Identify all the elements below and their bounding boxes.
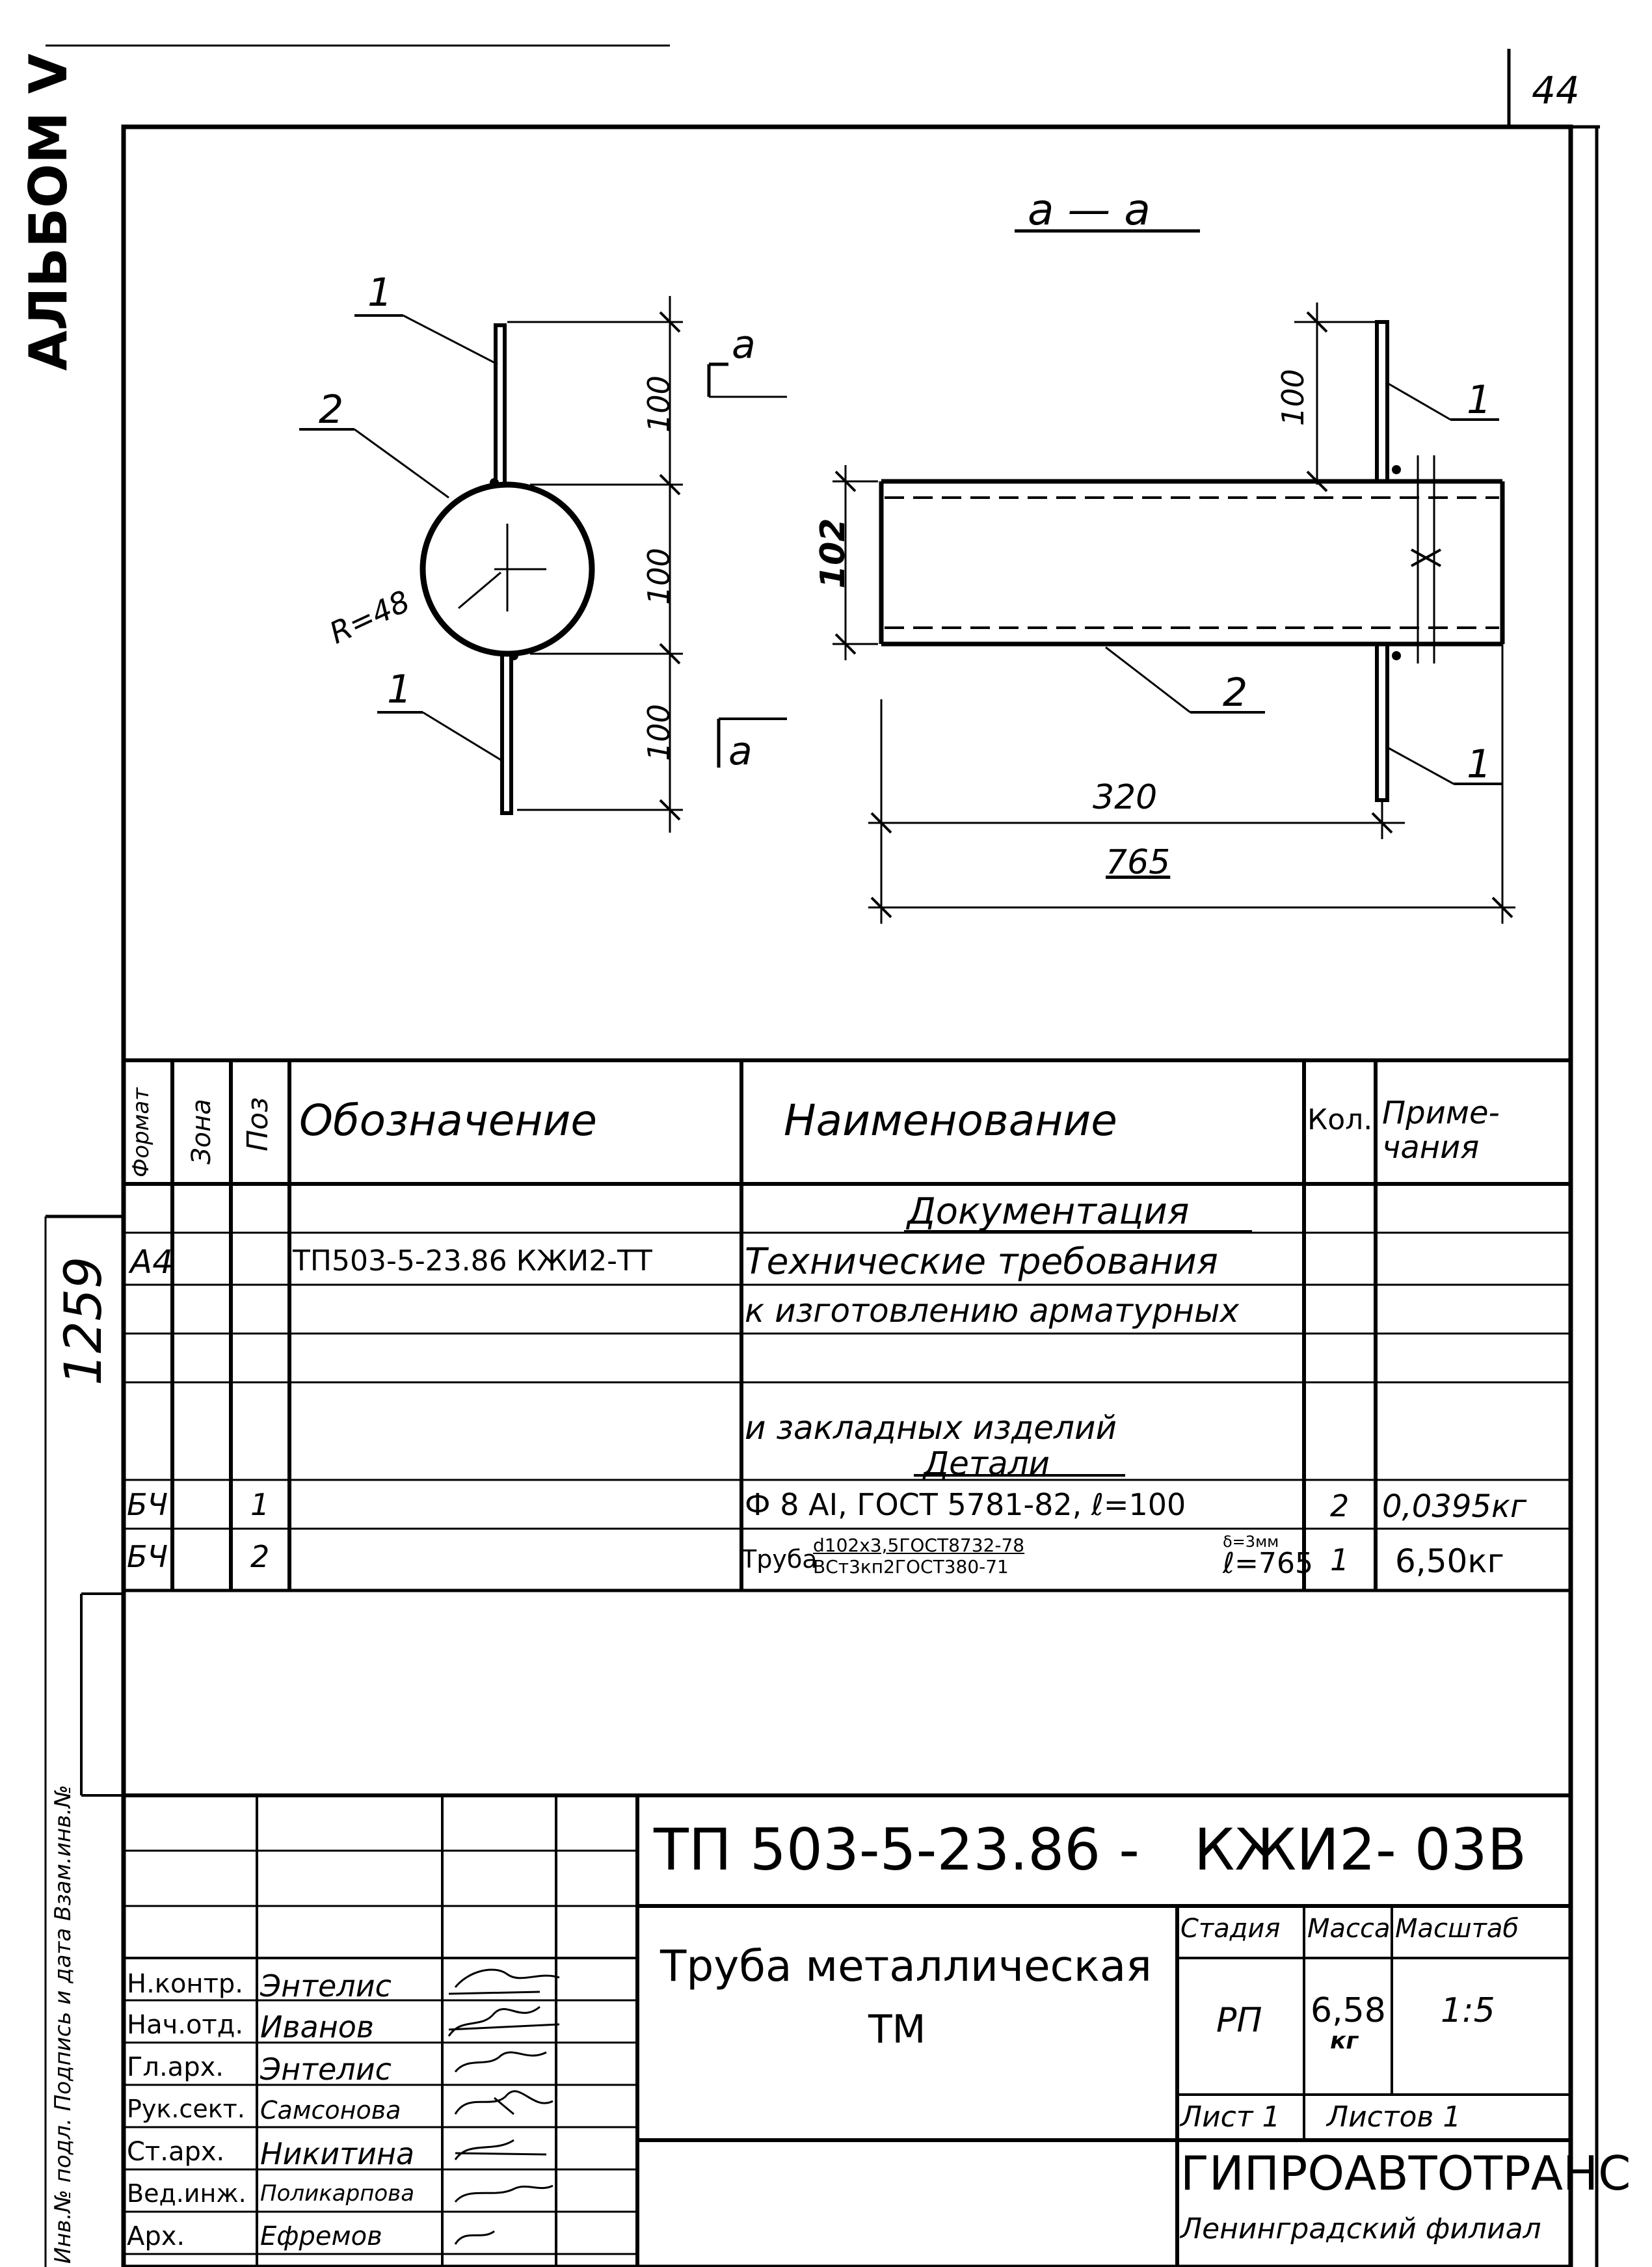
row7-name-top: d102х3,5ГОСТ8732-78 — [813, 1535, 1025, 1556]
left-strip-stamp: Инв.№ подл. Подпись и дата Взам.инв.№ — [50, 1784, 76, 2264]
row6-format: БЧ — [127, 1487, 168, 1522]
th-qty: Кол. — [1307, 1103, 1373, 1136]
callout-right-3: 1 — [1467, 742, 1492, 787]
callout-right-1: 1 — [1467, 377, 1492, 423]
section-label: а — а — [1028, 185, 1151, 235]
row6-pos: 1 — [250, 1487, 270, 1522]
th-note: Приме- чания — [1382, 1095, 1500, 1166]
mass-unit: кг — [1330, 2028, 1359, 2054]
row2-name: Технические требования — [745, 1241, 1218, 1282]
callout-left-3: 1 — [387, 667, 412, 712]
th-name: Наименование — [784, 1095, 1117, 1146]
role-0: Н.контр. — [127, 1969, 243, 1999]
row5-name: Детали — [924, 1445, 1050, 1482]
role-3: Рук.сект. — [127, 2095, 245, 2123]
name-4: Никитина — [260, 2136, 415, 2171]
callout-left-2: 2 — [319, 387, 344, 433]
row6-qty: 2 — [1330, 1488, 1350, 1523]
dim-right-top: 100 — [1275, 369, 1311, 426]
scale-value: 1:5 — [1441, 1991, 1495, 2030]
row2-designation: ТП503-5-23.86 КЖИ2-ТТ — [293, 1244, 652, 1278]
callout-left-1: 1 — [367, 270, 393, 315]
product-name-line2: ТМ — [868, 2007, 926, 2052]
signatures — [447, 1968, 560, 2245]
th-designation: Обозначение — [299, 1095, 597, 1146]
row7-format: БЧ — [127, 1539, 168, 1574]
left-strip-number: 1259 — [55, 1256, 113, 1386]
row7-name-extra-top: δ=3мм — [1223, 1533, 1279, 1551]
dim-left-bottom: 100 — [641, 704, 676, 761]
mass-header: Масса — [1307, 1914, 1391, 1944]
section-mark-top: а — [732, 322, 756, 368]
name-5: Поликарпова — [260, 2180, 415, 2207]
stage-header: Стадия — [1180, 1914, 1281, 1944]
row2-format: А4 — [130, 1243, 174, 1281]
page-number: 44 — [1532, 68, 1580, 113]
mass-value: 6,58 — [1311, 1991, 1386, 2030]
dim-left-mid: 100 — [641, 548, 676, 605]
sheet-count: Листов 1 — [1327, 2100, 1461, 2134]
row7-name-extra-bottom: ℓ=765 — [1223, 1547, 1314, 1580]
name-3: Самсонова — [260, 2096, 401, 2125]
role-5: Вед.инж. — [127, 2179, 246, 2208]
row1-name: Документация — [907, 1190, 1190, 1233]
row7-note: 6,50кг — [1395, 1542, 1504, 1580]
row7-pos: 2 — [250, 1539, 270, 1574]
row7-name: Труба — [741, 1545, 818, 1574]
th-zone: Зона — [187, 1099, 217, 1164]
dim-left-top: 100 — [641, 375, 676, 433]
stage-value: РП — [1216, 2001, 1262, 2040]
row6-name: Ф 8 АI, ГОСТ 5781-82, ℓ=100 — [745, 1487, 1186, 1522]
row6-note: 0,0395кг — [1382, 1488, 1527, 1525]
sheet-number: Лист 1 — [1180, 2100, 1281, 2134]
role-1: Нач.отд. — [127, 2010, 244, 2040]
organization: ГИПРОАВТОТРАНС — [1180, 2146, 1631, 2201]
scale-header: Масштаб — [1395, 1914, 1519, 1944]
branch: Ленинградский филиал — [1180, 2212, 1541, 2246]
row7-name-bottom: ВСт3кп2ГОСТ380-71 — [813, 1556, 1009, 1577]
role-2: Гл.арх. — [127, 2052, 224, 2082]
album-label: АЛЬБОМ V — [18, 53, 79, 371]
name-6: Ефремов — [260, 2221, 382, 2251]
product-name-line1: Труба металлическая — [660, 1941, 1152, 1991]
name-2: Энтелис — [260, 2052, 392, 2087]
dim-right-inner-length: 320 — [1093, 778, 1158, 817]
name-1: Иванов — [260, 2009, 375, 2045]
row4-name: и закладных изделий — [745, 1409, 1117, 1447]
role-6: Арх. — [127, 2221, 185, 2251]
callout-right-2: 2 — [1223, 670, 1248, 716]
dim-right-total-length: 765 — [1106, 843, 1171, 882]
role-4: Ст.арх. — [127, 2137, 225, 2167]
th-pos: Поз — [241, 1097, 274, 1151]
section-mark-bottom: а — [728, 729, 753, 774]
row7-qty: 1 — [1330, 1542, 1350, 1577]
document-code: ТП 503-5-23.86 - КЖИ2- 03В — [654, 1816, 1527, 1883]
dim-right-height: 102 — [814, 518, 853, 589]
th-format: Формат — [128, 1088, 154, 1177]
name-0: Энтелис — [260, 1968, 392, 2004]
row3-name: к изготовлению арматурных — [745, 1292, 1240, 1330]
